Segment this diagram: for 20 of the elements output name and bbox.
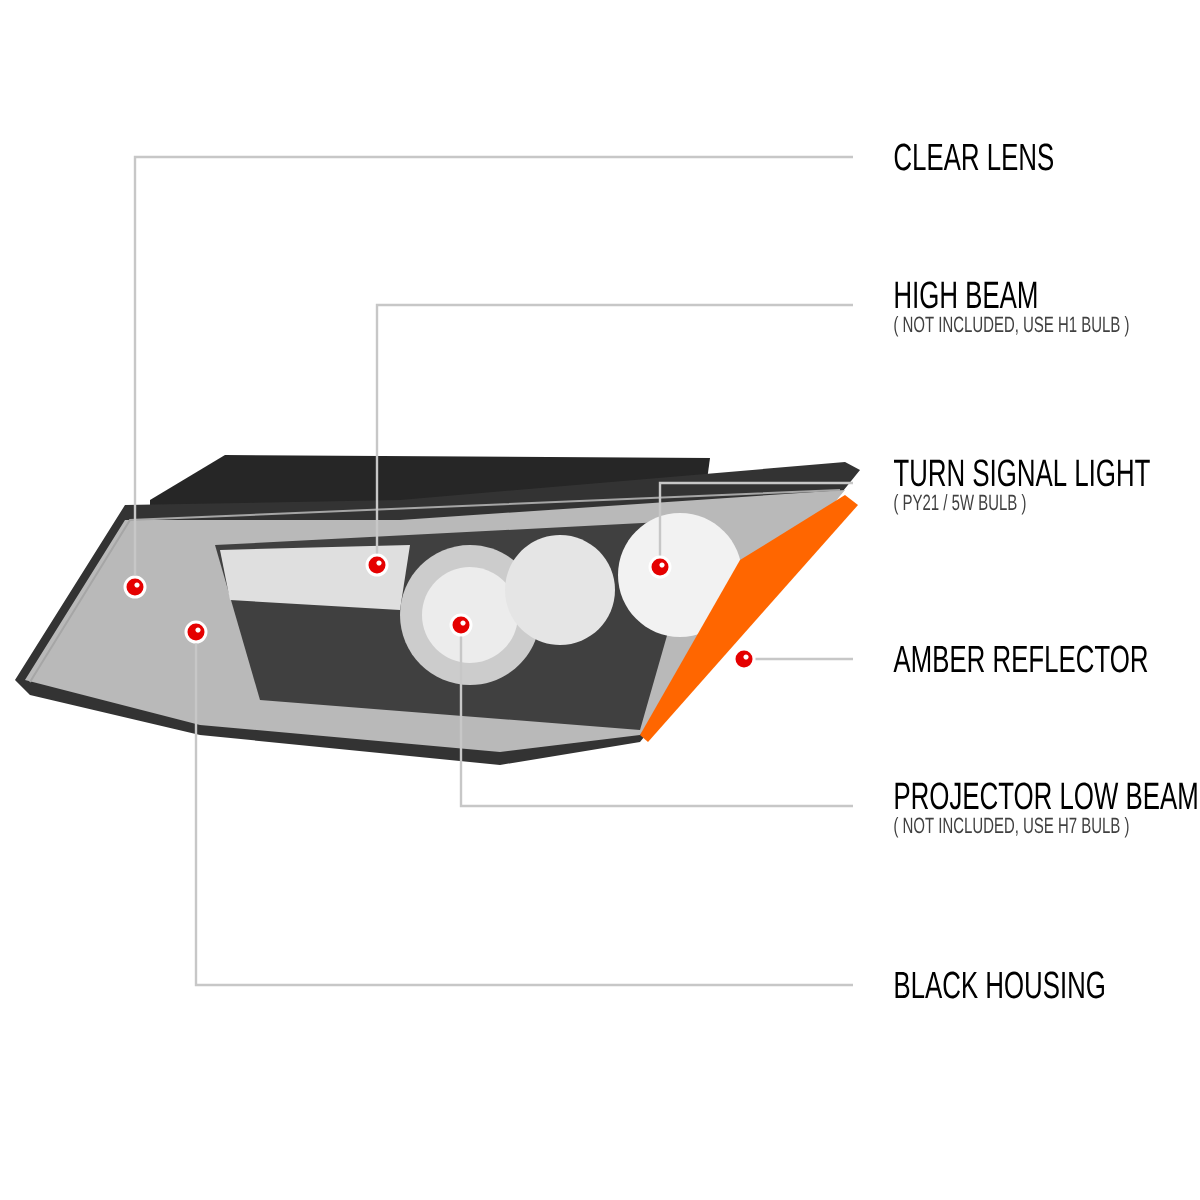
label-title: TURN SIGNAL LIGHT [894,459,1150,487]
leader-line [375,303,853,554]
marker-dot [648,555,672,579]
marker-dot [123,575,147,599]
leader-line [133,155,853,576]
label-title: BLACK HOUSING [895,971,1104,999]
label-title: AMBER REFLECTOR [893,645,1148,673]
leader-line [755,657,853,661]
label-title: PROJECTOR LOW BEAM [895,782,1197,810]
marker-dot [365,553,389,577]
leader-line [658,481,853,556]
leader-line [194,643,853,987]
label-note: ( NOT INCLUDED, USE H1 BULB ) [894,316,1129,337]
label-note: ( NOT INCLUDED, USE H7 BULB ) [894,817,1129,838]
marker-dot [449,613,473,637]
label-title: CLEAR LENS [894,143,1054,171]
leader-line [459,636,853,808]
label-title: HIGH BEAM [895,281,1037,309]
marker-dot [184,620,208,644]
label-note: ( PY21 / 5W BULB ) [894,494,1026,515]
